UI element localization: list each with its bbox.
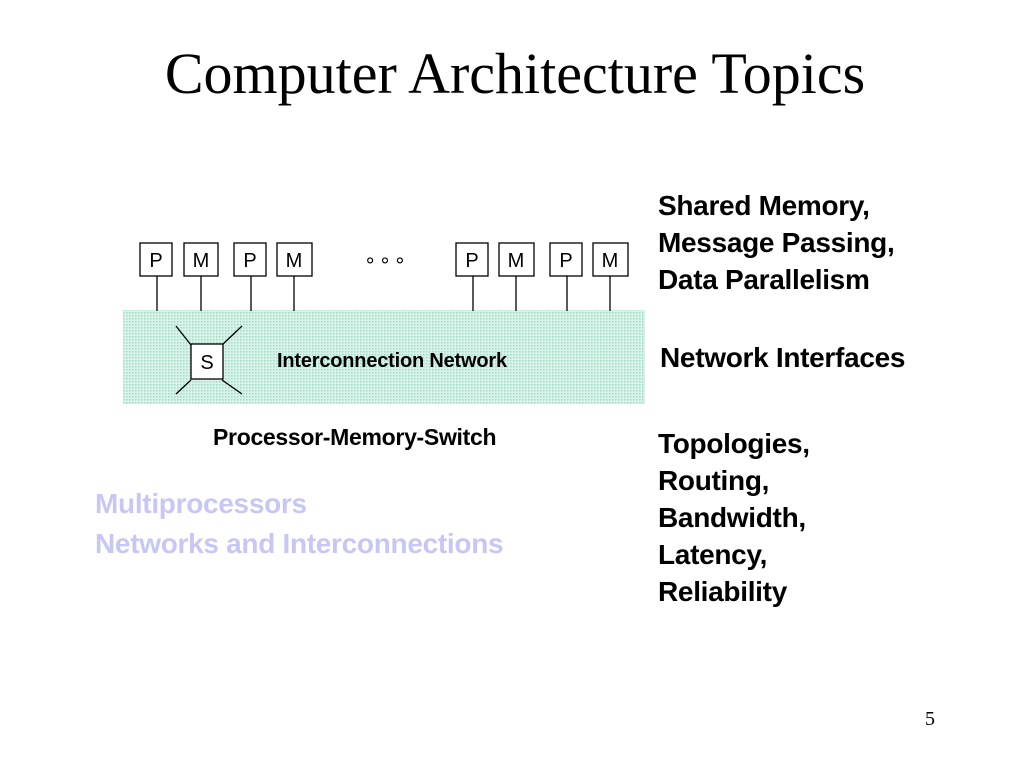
diagram-caption: Processor-Memory-Switch (213, 424, 497, 450)
subtopics: Multiprocessors Networks and Interconnec… (95, 484, 504, 564)
ellipsis: ° ° ° (366, 253, 405, 278)
programming-models-list: Shared Memory, Message Passing, Data Par… (658, 187, 895, 298)
topic-item: Shared Memory, (658, 190, 870, 221)
switch-node: S (190, 343, 224, 380)
node-processor: P (139, 242, 173, 277)
topic-item: Topologies, (658, 428, 810, 459)
network-properties-list: Topologies, Routing, Bandwidth, Latency,… (658, 425, 810, 610)
node-label: P (243, 250, 256, 272)
slide-title: Computer Architecture Topics (164, 41, 866, 106)
node-memory: M (592, 242, 629, 277)
topic-item: Network Interfaces (660, 342, 906, 373)
node-label: P (149, 250, 162, 272)
node-label: M (602, 250, 619, 272)
node-label: P (559, 250, 572, 272)
topic-item: Bandwidth, (658, 502, 806, 533)
network-label: Interconnection Network (277, 350, 507, 372)
switch-link (175, 379, 192, 395)
switch-link (221, 325, 243, 346)
node-processor: P (455, 242, 489, 277)
network-interfaces-topic: Network Interfaces (660, 339, 905, 376)
topic-item: Data Parallelism (658, 264, 870, 295)
switch-label: S (200, 352, 213, 374)
node-label: M (286, 250, 303, 272)
node-label: P (465, 250, 478, 272)
node-memory: M (183, 242, 219, 277)
switch-link (175, 325, 192, 346)
node-processor: P (549, 242, 583, 277)
node-label: M (193, 250, 210, 272)
subtopic-networks: Networks and Interconnections (95, 528, 504, 559)
switch-link (221, 379, 243, 395)
node-processor: P (233, 242, 267, 277)
node-label: M (508, 250, 525, 272)
topic-item: Routing, (658, 465, 770, 496)
node-memory: M (498, 242, 535, 277)
topic-item: Reliability (658, 576, 787, 607)
node-memory: M (276, 242, 313, 277)
slide-number: 5 (925, 708, 935, 730)
topic-item: Latency, (658, 539, 768, 570)
topic-item: Message Passing, (658, 227, 895, 258)
subtopic-multiprocessors: Multiprocessors (95, 488, 307, 519)
